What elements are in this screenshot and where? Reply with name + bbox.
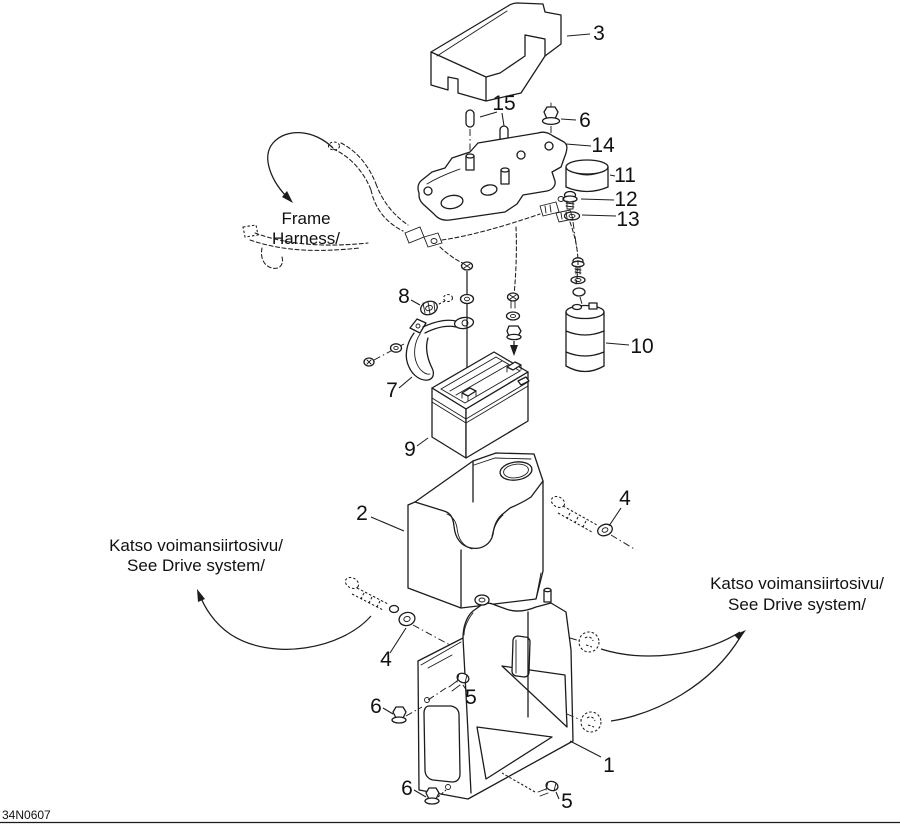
drive-system-right-line2: See Drive system/: [728, 595, 866, 614]
callout-battery: 9: [404, 438, 416, 461]
drive-system-right-line1: Katso voimansiirtosivu/: [710, 574, 884, 593]
callout-screw-bottom: 5: [561, 790, 573, 813]
rubber-cap-drawing: [565, 159, 609, 193]
bracket-fasteners-drawing: [391, 672, 559, 805]
right-bolt-drawing: [550, 495, 637, 551]
leader-lines: [370, 33, 630, 800]
callout-washer-small: 13: [616, 208, 639, 231]
bracket-drawing: [417, 587, 602, 800]
drawing-code: 34N0607: [2, 808, 51, 822]
battery-cover-drawing: [430, 2, 562, 102]
callout-grommet: 8: [398, 285, 410, 308]
text-annotations: Frame Harness/ Katso voimansiirtosivu/ S…: [2, 209, 884, 822]
top-nut-drawing: [541, 102, 561, 145]
battery-drawing: [431, 351, 530, 459]
callout-bracket: 1: [603, 754, 615, 777]
callout-battery-box: 2: [356, 502, 368, 525]
left-bolt-drawing: [344, 576, 451, 646]
callout-pin: 15: [492, 92, 515, 115]
callout-nut-top: 6: [579, 109, 591, 132]
small-screw-drawing: [562, 190, 578, 210]
frame-harness-note-line1: Frame: [281, 209, 330, 228]
grommet-drawing: [420, 293, 454, 316]
callout-rubber-cap: 11: [614, 164, 636, 187]
callout-support-plate: 14: [591, 134, 615, 157]
callout-bolt-right: 4: [619, 487, 631, 510]
callout-solenoid: 10: [630, 335, 653, 358]
callout-labels: 3 15 6 14 11 12 13 8 7 10 9 2 4 4 5 6 1 …: [356, 22, 654, 813]
battery-box-drawing: [407, 452, 544, 609]
callout-bolt-left: 4: [380, 648, 392, 671]
frame-harness-drawing: [242, 141, 579, 296]
callout-screw-small: 12: [614, 188, 637, 211]
callout-strap: 7: [386, 379, 398, 402]
frame-harness-note-line2: Harness/: [272, 229, 340, 248]
annotation-arrows: [197, 131, 746, 722]
solenoid-drawing: [565, 257, 605, 373]
callout-screw-upper: 5: [465, 686, 477, 709]
support-plate-drawing: [417, 131, 568, 221]
drive-system-left-line1: Katso voimansiirtosivu/: [109, 536, 283, 555]
callout-nut-mid: 6: [370, 695, 382, 718]
strap-drawing: [363, 316, 475, 381]
drive-system-left-line2: See Drive system/: [127, 556, 265, 575]
callout-nut-bottom: 6: [401, 777, 413, 800]
callout-cover: 3: [593, 22, 605, 45]
